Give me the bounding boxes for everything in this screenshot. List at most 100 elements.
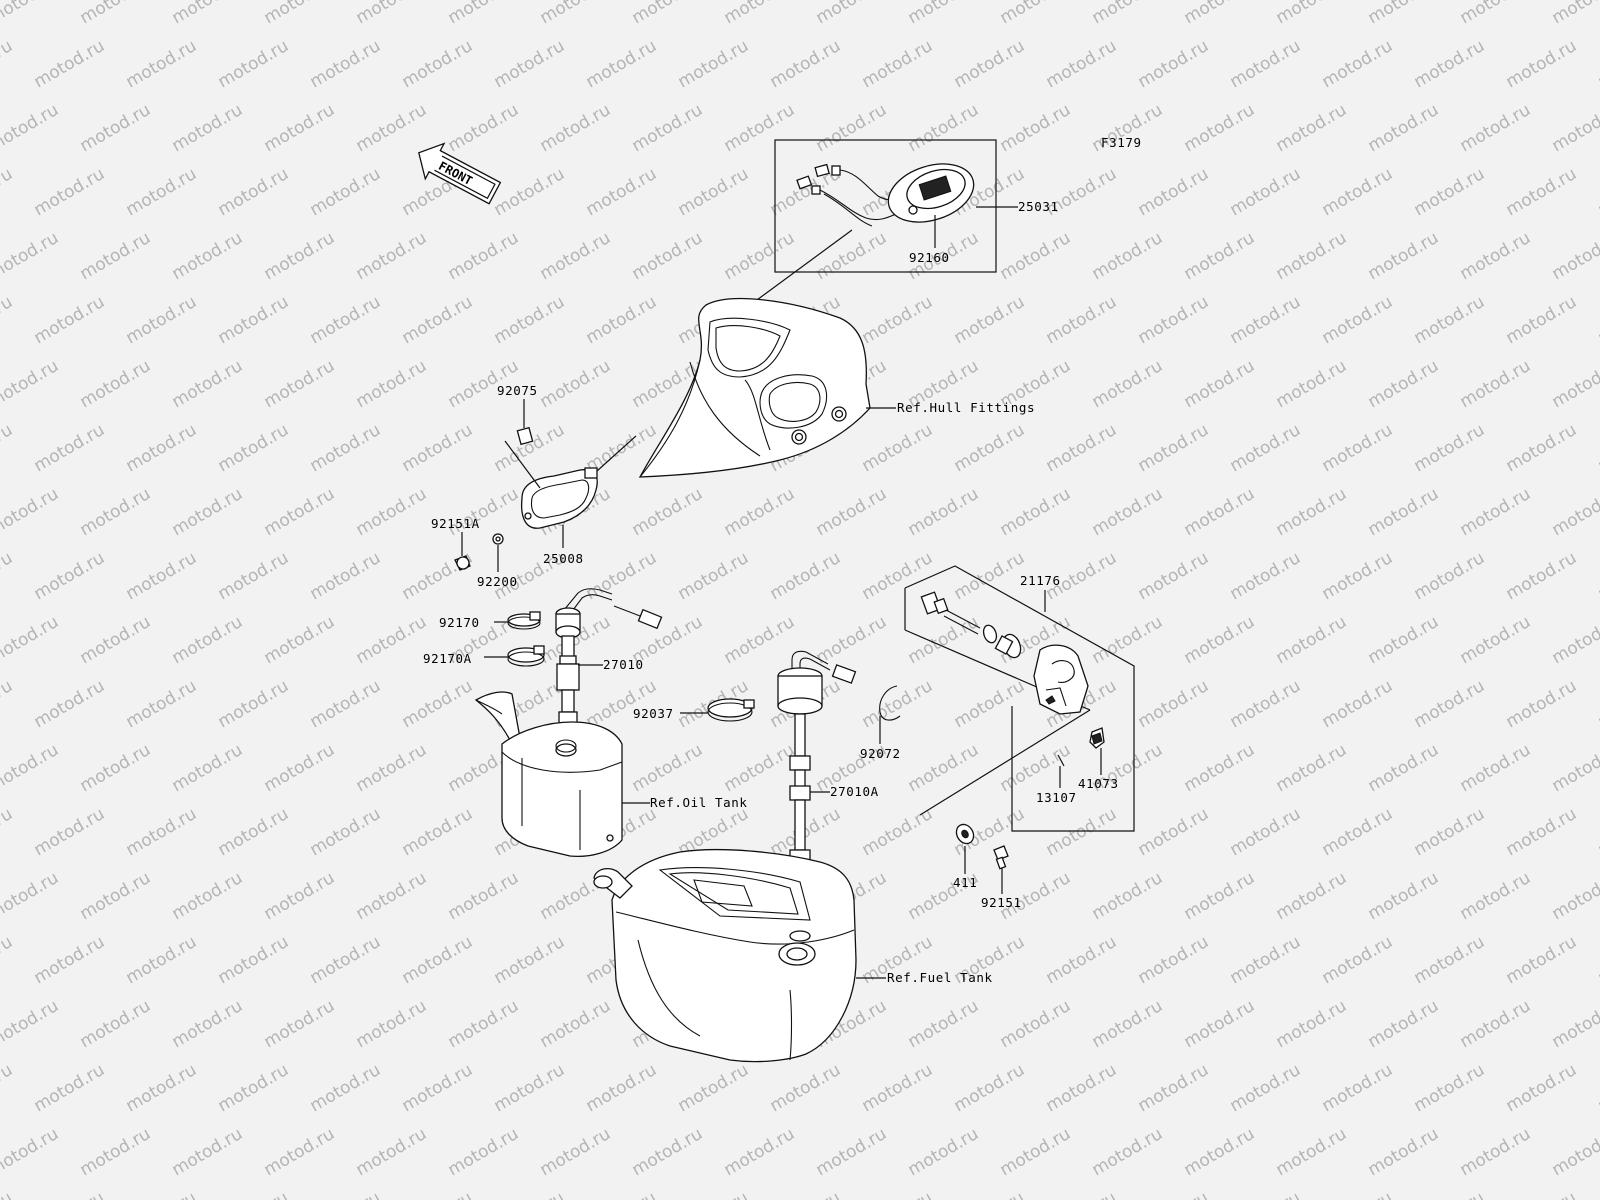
watermark-text: motod.ru [307,548,385,604]
watermark-text: motod.ru [1549,612,1600,668]
watermark-text: motod.ru [399,932,477,988]
watermark-text: motod.ru [0,996,62,1052]
watermark-text: motod.ru [1595,804,1600,860]
watermark-text: motod.ru [859,420,937,476]
watermark-text: motod.ru [583,548,661,604]
watermark-text: motod.ru [491,1060,569,1116]
watermark-text: motod.ru [1227,1060,1305,1116]
watermark-text: motod.ru [629,100,707,156]
watermark-text: motod.ru [1549,1124,1600,1180]
watermark-text: motod.ru [537,228,615,284]
watermark-text: motod.ru [1043,292,1121,348]
watermark-text: motod.ru [399,1188,477,1200]
part-27010A: 27010A [830,784,879,799]
watermark-text: motod.ru [215,292,293,348]
ref-fuel-tank: Ref.Fuel Tank [887,970,993,985]
watermark-text: motod.ru [1457,0,1535,28]
watermark-text: motod.ru [1319,1060,1397,1116]
watermark-text: motod.ru [353,0,431,28]
watermark-text: motod.ru [353,484,431,540]
watermark-text: motod.ru [215,804,293,860]
watermark-text: motod.ru [1135,932,1213,988]
watermark-text: motod.ru [1043,804,1121,860]
watermark-text: motod.ru [1273,612,1351,668]
watermark-text: motod.ru [445,996,523,1052]
watermark-text: motod.ru [261,100,339,156]
watermark-text: motod.ru [537,100,615,156]
watermark-text: motod.ru [1549,868,1600,924]
watermark-text: motod.ru [1365,996,1443,1052]
watermark-text: motod.ru [813,100,891,156]
watermark-text: motod.ru [123,548,201,604]
watermark-text: motod.ru [215,1060,293,1116]
watermark-text: motod.ru [31,164,109,220]
watermark-text: motod.ru [767,548,845,604]
watermark-text: motod.ru [1273,740,1351,796]
watermark-text: motod.ru [31,1188,109,1200]
watermark-text: motod.ru [261,0,339,28]
part-92160: 92160 [909,250,950,265]
watermark-text: motod.ru [951,292,1029,348]
watermark-text: motod.ru [1411,1188,1489,1200]
watermark-text: motod.ru [445,100,523,156]
watermark-text: motod.ru [537,0,615,28]
watermark-text: motod.ru [537,356,615,412]
watermark-text: motod.ru [675,36,753,92]
watermark-text: motod.ru [905,996,983,1052]
watermark-text: motod.ru [1595,164,1600,220]
watermark-text: motod.ru [1595,676,1600,732]
watermark-text: motod.ru [1135,548,1213,604]
watermark-text: motod.ru [1457,100,1535,156]
watermark-text: motod.ru [1135,804,1213,860]
watermark-text: motod.ru [31,932,109,988]
watermark-text: motod.ru [0,420,16,476]
watermark-text: motod.ru [1365,1124,1443,1180]
watermark-text: motod.ru [31,420,109,476]
watermark-text: motod.ru [1181,484,1259,540]
watermark-text: motod.ru [77,356,155,412]
watermark-text: motod.ru [767,1060,845,1116]
watermark-text: motod.ru [491,1188,569,1200]
watermark-text: motod.ru [169,356,247,412]
watermark-text: motod.ru [307,36,385,92]
watermark-text: motod.ru [0,868,62,924]
watermark-text: motod.ru [77,868,155,924]
oil-level-sensor: 27010 92170 92170A [423,588,663,725]
watermark-text: motod.ru [1411,676,1489,732]
part-13107: 13107 [1036,790,1077,805]
watermark-text: motod.ru [353,1124,431,1180]
watermark-text: motod.ru [307,164,385,220]
watermark-text: motod.ru [445,484,523,540]
watermark-text: motod.ru [1411,164,1489,220]
watermark-text: motod.ru [1457,484,1535,540]
watermark-text: motod.ru [169,0,247,28]
figure-code: F3179 [1101,135,1142,150]
watermark-text: motod.ru [1089,0,1167,28]
watermark-text: motod.ru [905,100,983,156]
watermark-text: motod.ru [813,484,891,540]
watermark-text: motod.ru [1273,1124,1351,1180]
watermark-text: motod.ru [1319,548,1397,604]
watermark-text: motod.ru [215,1188,293,1200]
watermark-text: motod.ru [123,932,201,988]
watermark-text: motod.ru [1595,420,1600,476]
watermark-text: motod.ru [1089,1124,1167,1180]
meter-assembly: 25031 92160 [745,139,1058,309]
watermark-text: motod.ru [1089,868,1167,924]
watermark-text: motod.ru [1549,740,1600,796]
watermark-text: motod.ru [583,36,661,92]
watermark-text: motod.ru [169,740,247,796]
watermark-text: motod.ru [1089,484,1167,540]
watermark-text: motod.ru [1365,0,1443,28]
watermark-text: motod.ru [0,932,16,988]
watermark-text: motod.ru [1595,1188,1600,1200]
watermark-text: motod.ru [1043,932,1121,988]
watermark-text: motod.ru [353,996,431,1052]
watermark-text: motod.ru [0,292,16,348]
watermark-text: motod.ru [1503,1060,1581,1116]
watermark-text: motod.ru [905,740,983,796]
watermark-text: motod.ru [491,292,569,348]
watermark-text: motod.ru [1135,420,1213,476]
watermark-text: motod.ru [1227,804,1305,860]
part-92037: 92037 [633,706,674,721]
